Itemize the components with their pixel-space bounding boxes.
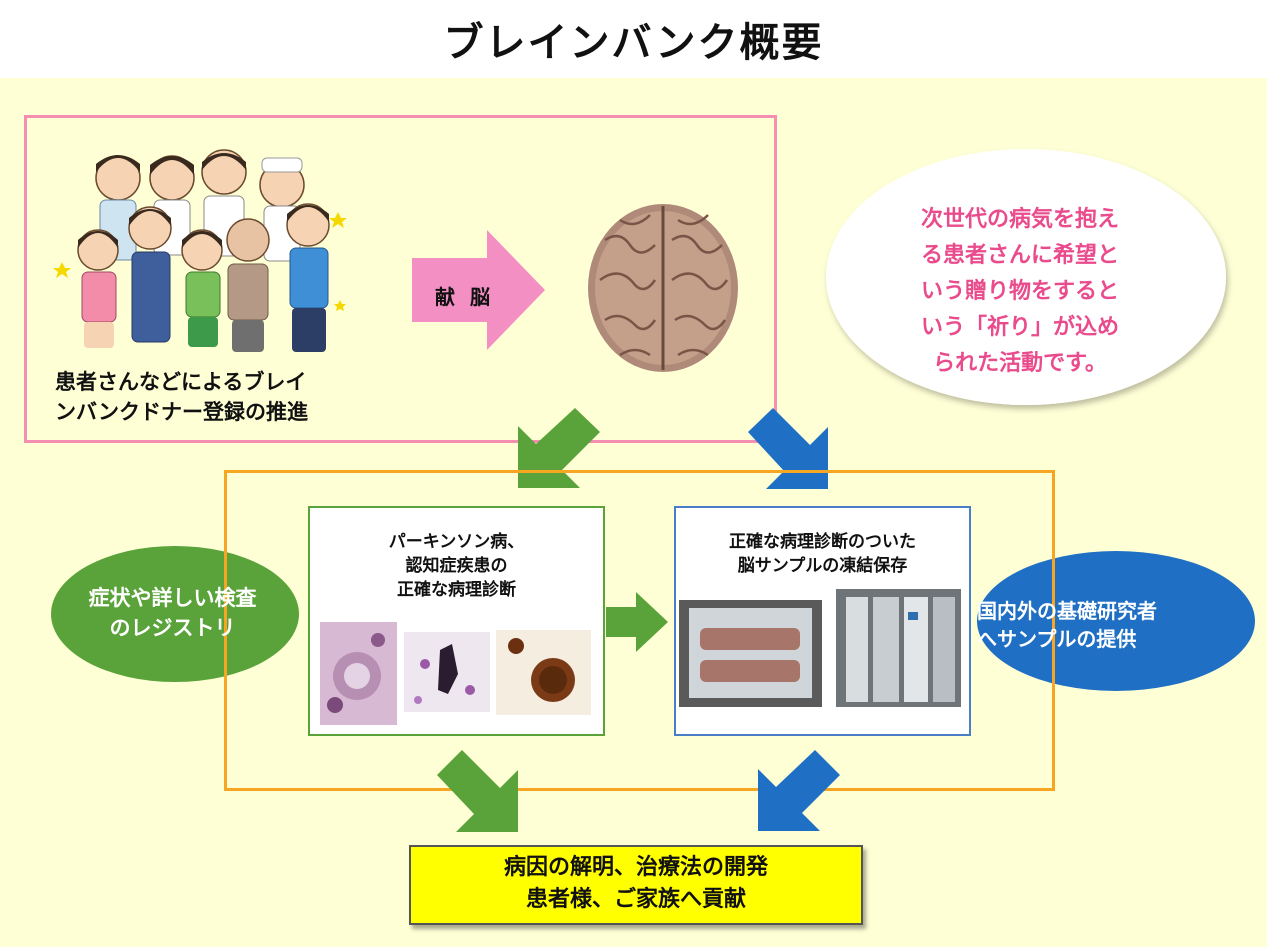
donate-label: 献 脳 xyxy=(435,285,494,309)
storage-text: 正確な病理診断のついた 脳サンプルの凍結保存 xyxy=(674,530,971,578)
provide-line: 国内外の基礎研究者 xyxy=(977,599,1157,623)
donor-caption-line: 患者さんなどによるブレイ xyxy=(55,370,307,394)
pathology-image-1 xyxy=(320,622,397,725)
registry-text: 症状や詳しい検査 のレジストリ xyxy=(55,583,290,643)
green-arrow-right xyxy=(606,592,668,652)
process-box xyxy=(224,470,1055,791)
storage-line: 脳サンプルの凍結保存 xyxy=(737,556,908,576)
brain-image xyxy=(588,204,738,372)
hope-line: いう「祈り」が込め xyxy=(920,315,1119,340)
people-illustration xyxy=(53,149,347,352)
page-title: ブレインバンク概要 xyxy=(443,20,824,66)
diagnosis-line: パーキンソン病、 xyxy=(388,532,525,552)
donor-registration-box xyxy=(24,115,777,443)
provide-bubble xyxy=(977,551,1255,691)
donor-caption-line: ンバンクドナー登録の推進 xyxy=(55,400,309,424)
diagnosis-line: 認知症疾患の xyxy=(405,556,508,576)
pathology-image-2 xyxy=(404,632,490,712)
result-line: 病因の解明、治療法の開発 xyxy=(503,855,768,880)
frozen-sample-tray-image xyxy=(679,600,822,707)
hope-line: る患者さんに希望と xyxy=(920,243,1119,268)
provide-line: へサンプルの提供 xyxy=(977,627,1137,651)
blue-arrow-down-right xyxy=(748,408,828,489)
storage-line: 正確な病理診断のついた xyxy=(729,532,916,552)
result-line: 患者様、ご家族へ貢献 xyxy=(525,887,746,912)
donor-caption: 患者さんなどによるブレイ ンバンクドナー登録の推進 xyxy=(55,367,308,427)
hope-line: いう贈り物をすると xyxy=(920,279,1119,304)
registry-line: 症状や詳しい検査 xyxy=(88,586,257,610)
hope-line: られた活動です。 xyxy=(933,351,1107,376)
diagnosis-line: 正確な病理診断 xyxy=(397,580,516,600)
green-arrow-down-left xyxy=(518,408,600,488)
hope-line: 次世代の病気を抱え xyxy=(920,207,1119,232)
freezer-room-image xyxy=(836,589,961,707)
donate-arrow xyxy=(412,230,545,350)
diagnosis-text: パーキンソン病、 認知症疾患の 正確な病理診断 xyxy=(308,530,605,602)
registry-line: のレジストリ xyxy=(109,616,236,640)
pathology-image-3 xyxy=(496,630,591,715)
result-text: 病因の解明、治療法の開発 患者様、ご家族へ貢献 xyxy=(409,852,863,916)
hope-bubble xyxy=(826,149,1226,405)
provide-text: 国内外の基礎研究者 へサンプルの提供 xyxy=(977,597,1217,653)
hope-text: 次世代の病気を抱え る患者さんに希望と いう贈り物をすると いう「祈り」が込め … xyxy=(880,202,1160,382)
result-box xyxy=(409,845,863,925)
blue-arrow-down-left xyxy=(758,750,840,831)
registry-bubble xyxy=(51,546,299,682)
green-arrow-down-right xyxy=(437,750,518,832)
